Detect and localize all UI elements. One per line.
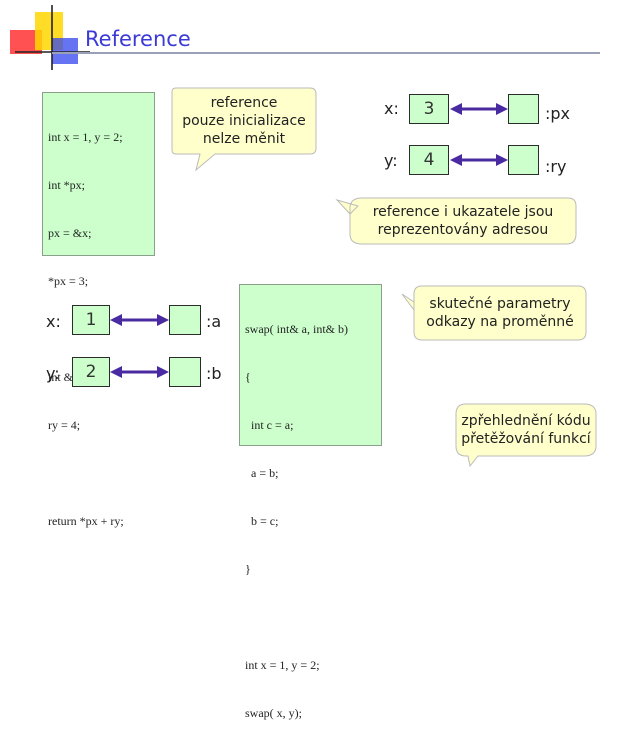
callout-line: reference i ukazatele jsou	[372, 204, 554, 220]
var-y-label: y:	[384, 151, 398, 170]
var-x-label: x:	[384, 99, 399, 118]
var-x-cell: 3	[409, 94, 449, 124]
code-line: int *px;	[48, 178, 86, 192]
callout-bubble-4	[455, 403, 597, 468]
callout-line: skutečné parametry	[429, 296, 571, 312]
arrow-y-ry	[450, 154, 508, 166]
ref-ry-cell	[508, 145, 539, 175]
var-y-cell-2: 2	[72, 357, 110, 387]
code-line	[245, 609, 381, 625]
callout-text-4: zpřehlednění kódu přetěžování funkcí	[456, 412, 596, 448]
var-y-cell: 4	[409, 145, 449, 175]
callout-text-1: reference pouze inicializace nelze měnit	[172, 94, 316, 148]
slide-graphics	[10, 5, 597, 468]
code-line: }	[245, 562, 251, 576]
arrow-x-px	[450, 103, 508, 115]
ptr-px-label: :px	[545, 104, 571, 123]
callout-text-2: reference i ukazatele jsou reprezentován…	[350, 203, 576, 239]
var-y-label-2: y:	[46, 364, 60, 383]
code-line: swap( x, y);	[245, 706, 302, 720]
callout-text-3: skutečné parametry odkazy na proměnné	[414, 295, 586, 331]
code-line: px = &x;	[48, 226, 92, 240]
var-x-cell-2: 1	[72, 305, 110, 335]
code-line: *px = 3;	[48, 274, 89, 288]
callout-bubble-2	[335, 197, 577, 245]
code-line: {	[245, 370, 251, 384]
param-b-cell	[169, 357, 201, 387]
code-line: int c = a;	[245, 418, 294, 432]
param-a-label: :a	[206, 312, 222, 331]
callout-line: přetěžování funkcí	[461, 431, 591, 447]
code-line	[48, 465, 154, 481]
slide-logo	[10, 5, 90, 70]
callout-bubble-1	[171, 87, 317, 172]
arrow-y-b	[110, 366, 169, 378]
var-x-label-2: x:	[46, 312, 61, 331]
callout-line: zpřehlednění kódu	[461, 413, 591, 429]
code-line: int x = 1, y = 2;	[245, 658, 320, 672]
code-line: swap( int& a, int& b)	[245, 322, 348, 336]
code-line: ry = 4;	[48, 418, 81, 432]
param-a-cell	[169, 305, 201, 335]
callout-line: odkazy na proměnné	[426, 314, 574, 330]
code-block-2: swap( int& a, int& b) { int c = a; a = b…	[239, 284, 382, 720]
code-line: b = c;	[245, 514, 279, 528]
callout-line: reference	[210, 95, 278, 111]
code-line: return *px + ry;	[48, 514, 124, 528]
callout-bubble-3	[401, 285, 587, 341]
callout-line: nelze měnit	[202, 131, 286, 147]
param-b-label: :b	[206, 364, 222, 383]
callout-line: reprezentovány adresou	[377, 222, 549, 238]
code-line: int x = 1, y = 2;	[48, 130, 123, 144]
ref-ry-label: :ry	[545, 157, 567, 176]
callout-line: pouze inicializace	[182, 113, 306, 129]
code-block-1: int x = 1, y = 2; int *px; px = &x; *px …	[42, 92, 155, 528]
ptr-px-cell	[508, 94, 539, 124]
slide-title: Reference	[85, 27, 191, 51]
code-line: a = b;	[245, 466, 279, 480]
title-underline	[52, 52, 600, 54]
arrow-x-a	[110, 314, 169, 326]
